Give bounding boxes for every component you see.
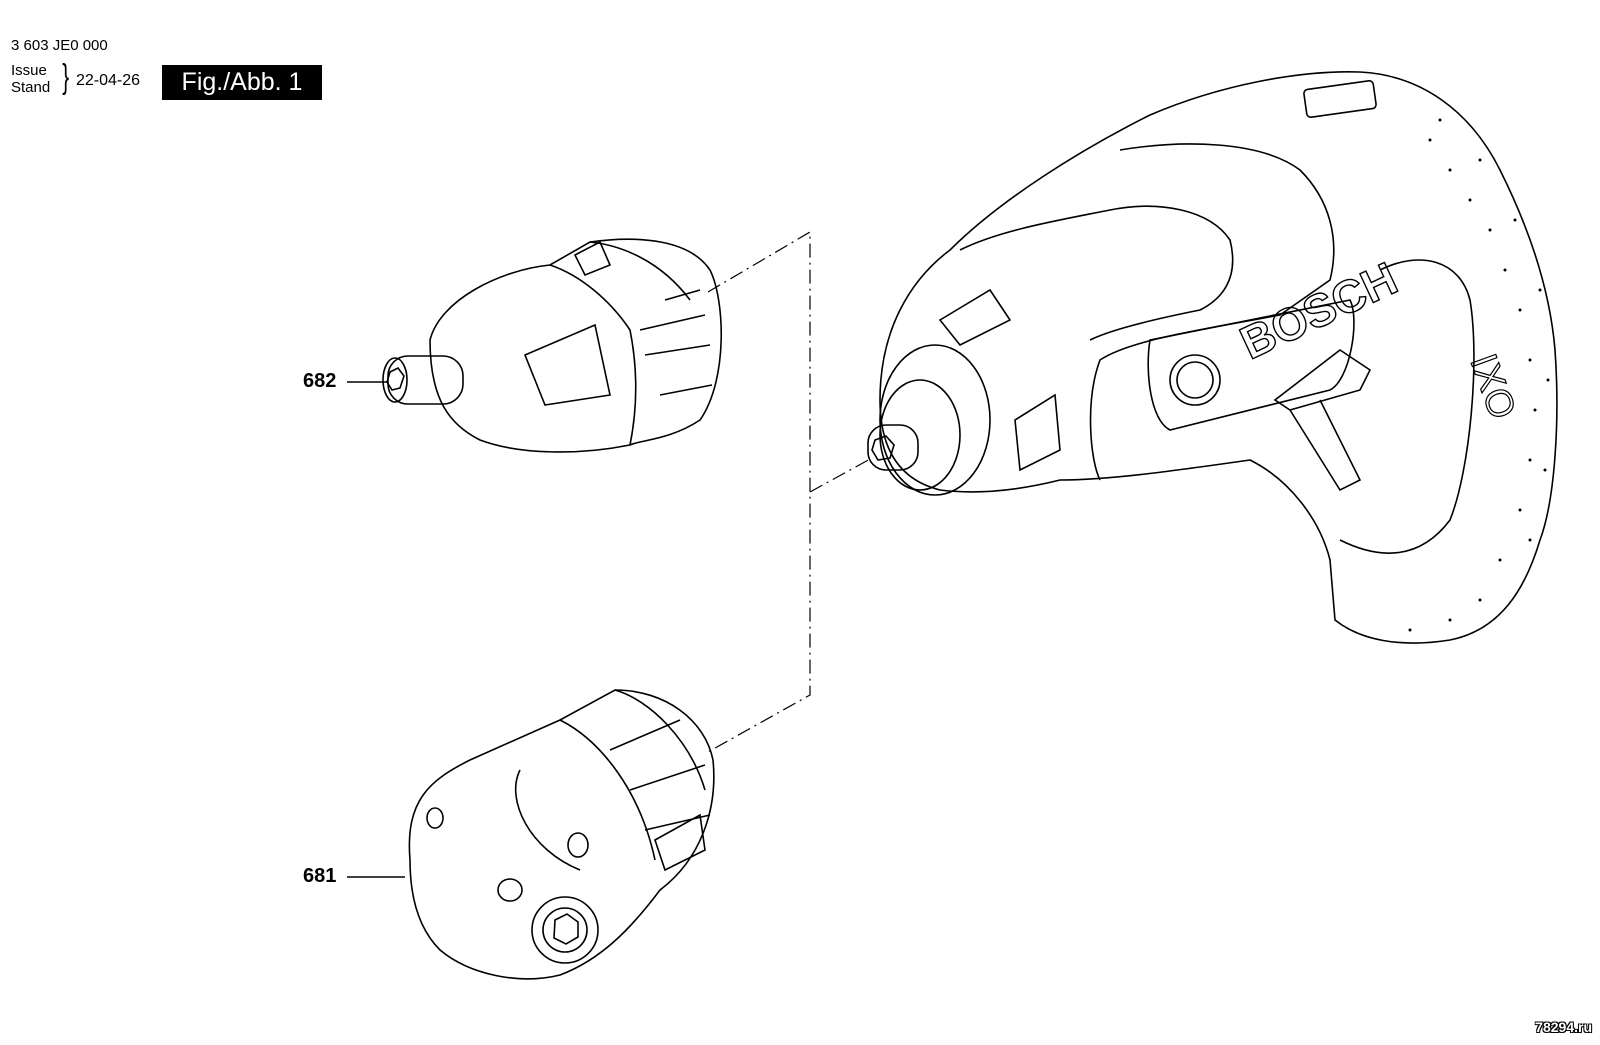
attachment-682-drawing <box>382 238 723 453</box>
stand-label: Stand <box>11 79 51 96</box>
issue-stand-label: Issue Stand <box>11 62 50 96</box>
bosch-logo: BOSCH <box>1232 252 1405 369</box>
screwdriver-drawing: BOSCH IXO <box>867 71 1558 644</box>
figure-label: Fig./Abb. 1 <box>162 65 322 100</box>
watermark: 78294.ru <box>1535 1019 1592 1035</box>
callout-681: 681 <box>303 865 337 887</box>
part-number: 3 603 JE0 000 <box>11 37 108 54</box>
assembly-lines <box>707 230 873 753</box>
brace: } <box>62 58 70 96</box>
callout-682: 682 <box>303 370 337 392</box>
grip-texture-dots <box>1408 118 1550 632</box>
issue-label: Issue <box>11 62 47 79</box>
attachment-681-drawing <box>408 689 715 980</box>
issue-date: 22-04-26 <box>76 72 141 89</box>
